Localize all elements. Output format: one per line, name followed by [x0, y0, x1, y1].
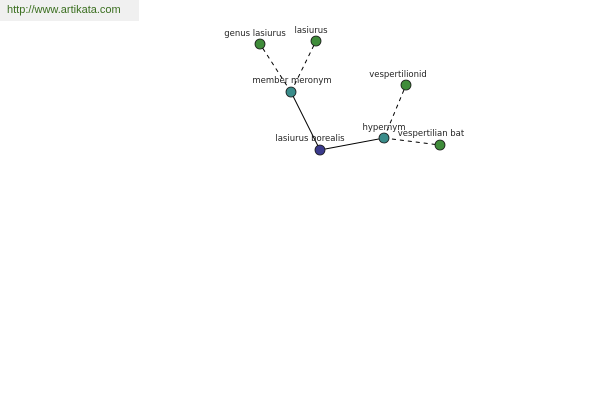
node-label-root[interactable]: lasiurus borealis	[275, 134, 345, 144]
node-label-hypernym[interactable]: hypernym	[362, 123, 405, 133]
edge-root-hypernym	[319, 137, 385, 151]
node-hypernym[interactable]: hypernym	[362, 123, 406, 144]
edge-meronym-genus	[259, 43, 292, 93]
node-circle-hypernym[interactable]	[378, 132, 390, 144]
node-label-vbat[interactable]: vespertilian bat	[398, 129, 465, 139]
node-vbat[interactable]: vespertilian bat	[398, 129, 465, 151]
node-meronym[interactable]: member meronym	[252, 76, 332, 98]
node-circle-vespertilionid[interactable]	[400, 79, 412, 91]
node-label-genus[interactable]: genus lasiurus	[224, 29, 286, 39]
node-lasiurus[interactable]: lasiurus	[294, 26, 328, 47]
node-label-vespertilionid[interactable]: vespertilionid	[369, 70, 427, 80]
graph-edges	[259, 40, 441, 151]
node-circle-genus[interactable]	[254, 38, 266, 50]
node-circle-root[interactable]	[314, 144, 326, 156]
node-vespertilionid[interactable]: vespertilionid	[369, 70, 427, 91]
site-url-banner[interactable]: http://www.artikata.com	[0, 0, 139, 21]
edge-hypernym-vbat	[383, 137, 441, 146]
node-root[interactable]: lasiurus borealis	[275, 134, 345, 156]
edge-hypernym-vespertilionid	[383, 84, 407, 139]
node-circle-vbat[interactable]	[434, 139, 446, 151]
node-circle-meronym[interactable]	[285, 86, 297, 98]
node-genus[interactable]: genus lasiurus	[224, 29, 286, 50]
node-label-meronym[interactable]: member meronym	[252, 76, 331, 86]
edge-meronym-lasiurus	[290, 40, 317, 93]
node-circle-lasiurus[interactable]	[310, 35, 322, 47]
node-label-lasiurus[interactable]: lasiurus	[294, 26, 328, 36]
graph-nodes: lasiurus borealis member meronym hypernym g…	[224, 26, 465, 156]
edge-root-meronym	[290, 91, 321, 151]
